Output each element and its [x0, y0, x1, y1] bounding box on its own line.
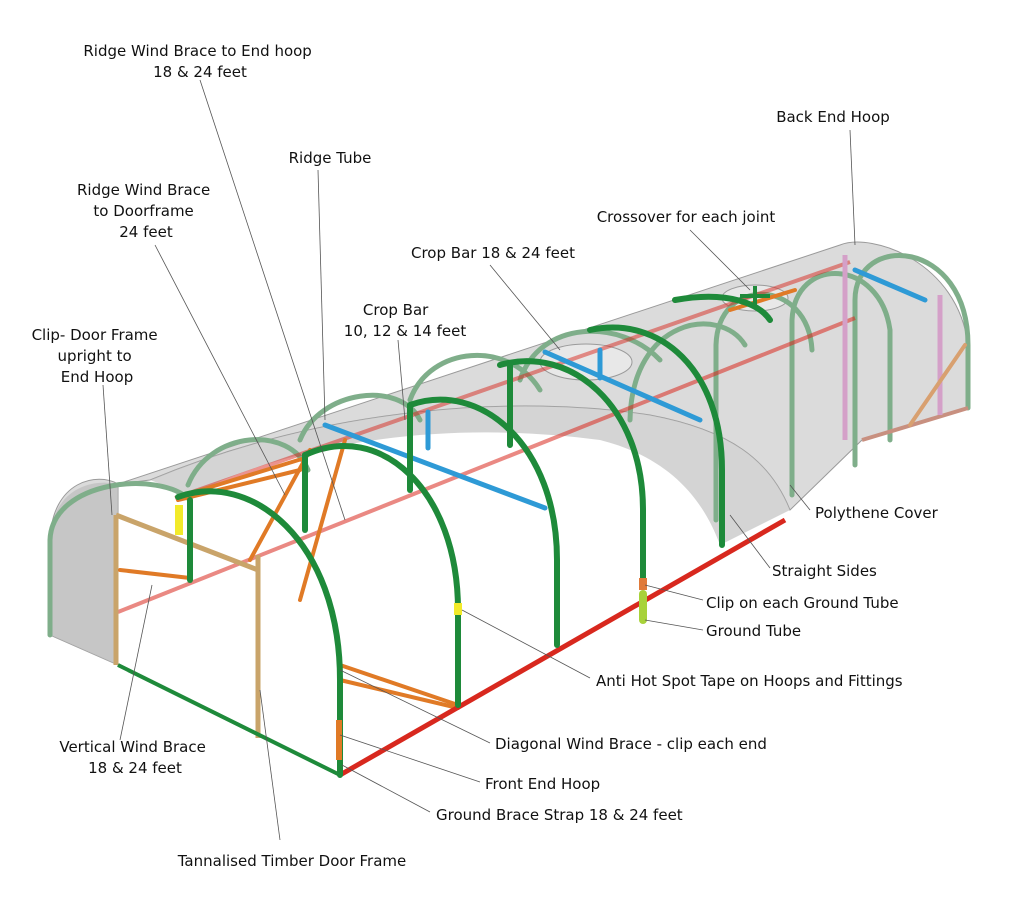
label-diagonal-wind-brace: Diagonal Wind Brace - clip each end — [495, 735, 767, 753]
leader-lines — [102, 79, 856, 841]
label-front-end-hoop: Front End Hoop — [485, 775, 600, 793]
label-vertical-wind-brace: Vertical Wind Brace 18 & 24 feet — [59, 738, 210, 777]
ground-tube-clip — [639, 578, 647, 590]
label-ridge-wind-brace-end-hoop: Ridge Wind Brace to End hoop 18 & 24 fee… — [83, 42, 316, 81]
vertical-wind-brace — [298, 438, 347, 602]
far-hoop-3 — [627, 321, 748, 423]
label-polythene-cover: Polythene Cover — [815, 504, 939, 522]
ridge-wind-brace-diag-1 — [248, 448, 312, 562]
label-clip-ground-tube: Clip on each Ground Tube — [706, 594, 899, 612]
label-ridge-tube: Ridge Tube — [289, 149, 372, 167]
wind-braces — [118, 288, 967, 710]
label-ground-brace-strap: Ground Brace Strap 18 & 24 feet — [436, 806, 683, 824]
hoop-2 — [302, 442, 461, 708]
fittings — [175, 286, 770, 760]
back-ground-rail — [861, 406, 969, 442]
crossover-fitting — [740, 286, 770, 306]
far-hoop-front — [47, 481, 193, 638]
labels: Ridge Wind Brace to End hoop 18 & 24 fee… — [32, 42, 939, 870]
hoop-5 — [587, 324, 725, 548]
label-clip-door-frame: Clip- Door Frame upright to End Hoop — [32, 326, 163, 386]
crop-bar-3 — [542, 349, 703, 423]
hoop-4 — [497, 358, 646, 583]
label-crop-bar-18-24: Crop Bar 18 & 24 feet — [411, 244, 575, 262]
front-end-hoop — [175, 488, 343, 778]
crop-bar-1 — [322, 422, 548, 511]
back-end-hoop — [852, 253, 971, 468]
cover-end-panel — [50, 482, 118, 665]
label-anti-hot-spot: Anti Hot Spot Tape on Hoops and Fittings — [596, 672, 903, 690]
hoop-6 — [672, 293, 773, 323]
label-back-end-hoop: Back End Hoop — [776, 108, 890, 126]
diagonal-wind-brace-2 — [338, 678, 460, 710]
ground-tube — [639, 590, 647, 624]
ground-rail-front — [117, 663, 341, 777]
diagonal-wind-brace — [338, 663, 460, 707]
vertical-wind-brace-2 — [118, 568, 192, 580]
ridge-wind-brace-end-hoop — [176, 468, 302, 502]
label-timber-door-frame: Tannalised Timber Door Frame — [177, 852, 407, 870]
label-ridge-wind-brace-doorframe: Ridge Wind Brace to Doorframe 24 feet — [77, 181, 215, 241]
label-crop-bar-10-14: Crop Bar 10, 12 & 14 feet — [344, 301, 467, 340]
back-wind-brace-1 — [728, 288, 797, 312]
ground-brace-strap — [336, 720, 342, 760]
near-hoops — [175, 293, 773, 778]
crop-bars — [322, 267, 928, 511]
label-straight-sides: Straight Sides — [772, 562, 877, 580]
ground-rail-near — [338, 517, 787, 778]
back-wind-brace-2 — [908, 343, 967, 427]
label-ground-tube: Ground Tube — [706, 622, 801, 640]
label-crossover: Crossover for each joint — [597, 208, 776, 226]
door-clip-tape — [175, 505, 183, 535]
anti-hot-spot-tape — [454, 603, 462, 615]
hoop-3 — [407, 396, 560, 648]
crop-bar-5 — [852, 267, 928, 303]
